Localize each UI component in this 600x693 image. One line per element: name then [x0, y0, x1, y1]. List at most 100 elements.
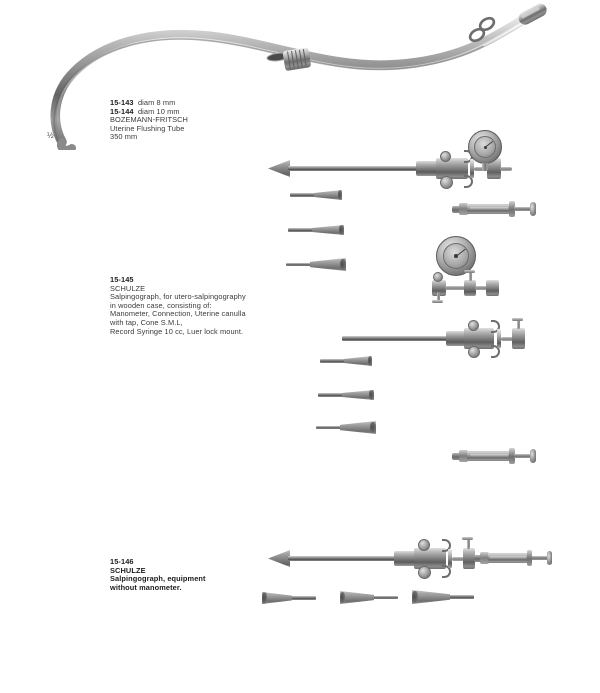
desc-145-line2: in wooden case, consisting of: [110, 300, 212, 310]
syringe-tip [474, 554, 482, 562]
valve-tap-lever [512, 318, 523, 329]
cannula-valve-body [436, 158, 468, 179]
flushing-tube-svg [50, 3, 547, 150]
valve-side-port [463, 548, 475, 569]
cone-bell [412, 590, 450, 604]
cone-bell [312, 225, 344, 235]
cone-small-upper [290, 190, 342, 200]
maker-schulze-145: SCHULZE [110, 283, 146, 293]
cone-shaft [286, 263, 312, 267]
syringe-neck [458, 450, 468, 462]
valve-knob-bottom [418, 566, 431, 579]
syringe-tip [452, 205, 460, 213]
connection-tube-2 [475, 286, 487, 290]
cone-large-146 [412, 590, 474, 604]
syringe-flange [527, 550, 533, 566]
valve-collar [497, 329, 501, 348]
syringe-tip [452, 452, 460, 460]
tube-highlight [56, 20, 526, 142]
valve-knob-top [440, 151, 451, 162]
syringe-plunger-rod [514, 454, 531, 458]
cone-shaft [448, 595, 474, 599]
desc-146-line1: Salpingograph, equipment [110, 574, 206, 584]
syringe-flange [509, 448, 515, 464]
connection-hub [464, 280, 476, 296]
valve-knob-bottom [468, 346, 480, 358]
syringe-barrel [467, 204, 511, 214]
desc-146-line2: without manometer. [110, 582, 182, 592]
maker-bozemann-fritsch: BOZEMANN-FRITSCH [110, 115, 188, 125]
valve-connector-tube [452, 556, 464, 561]
cone-bell [262, 592, 292, 604]
cone-small-146 [262, 592, 316, 604]
cone-bell [340, 591, 374, 604]
valve-knob-top [418, 539, 430, 551]
product-length: 350 mm [110, 132, 138, 142]
salpingograph-assembly-146 [268, 537, 552, 580]
cone-medium-146 [340, 591, 398, 604]
cone-small-lower [320, 356, 372, 366]
cannula-valve-body [414, 548, 446, 569]
cannula-assembly-upper [268, 148, 512, 190]
cone-shaft [318, 393, 344, 397]
cannula-shaft [288, 166, 418, 171]
cone-large-lower [316, 421, 376, 434]
tube-body [50, 13, 531, 147]
syringe-plunger-knob [530, 449, 536, 463]
tube-finger-rings [468, 16, 496, 43]
valve-side-port [487, 158, 501, 179]
caption-15-143: 15-143 diam 8 mm 15-144 diam 10 mm BOZEM… [110, 98, 188, 142]
code-15-146: 15-146 [110, 557, 134, 566]
desc-145-line4: with tap, Cone S.M.L, [110, 317, 183, 327]
code-15-143: 15-143 [110, 98, 134, 107]
cannula-hub [416, 161, 438, 176]
caption-15-145: 15-145 SCHULZE Salpingograph, for utero-… [110, 275, 246, 336]
uterine-flushing-tube-illustration [40, 0, 560, 150]
valve-hook-lower [491, 345, 500, 358]
cone-shaft [290, 193, 316, 197]
syringe-plunger-rod [514, 207, 531, 211]
cannula-hub [446, 331, 466, 346]
manometer-gauge-upper [468, 130, 502, 172]
syringe-plunger-knob [530, 202, 536, 216]
code-15-144: 15-144 [110, 106, 134, 116]
valve-knob-top [468, 320, 479, 331]
gauge-hub [483, 145, 487, 149]
valve-tap-lever [462, 537, 473, 549]
syringe-neck [458, 203, 468, 215]
cone-shaft [288, 228, 314, 232]
caption-15-146: 15-146 SCHULZE Salpingograph, equipment … [110, 557, 206, 592]
spec-15-144: diam 10 mm [137, 106, 180, 116]
connection-tube-1 [445, 286, 465, 290]
desc-145-line1: Salpingograph, for utero-salpingography [110, 292, 246, 302]
cannula-valve-body [464, 328, 494, 349]
cannula-cone-tip [268, 160, 290, 177]
connection-valve-body [432, 280, 446, 296]
connection-tap-upper [464, 270, 475, 281]
tube-proximal-tip [518, 3, 547, 25]
cone-bell [340, 421, 376, 434]
valve-collar-1 [470, 159, 474, 178]
valve-hook-lower [442, 565, 451, 578]
cone-medium-lower [318, 390, 374, 400]
valve-hook-upper [491, 320, 500, 333]
cannula-shaft [342, 336, 448, 341]
cone-bell [342, 390, 374, 400]
gauge-hub [454, 254, 458, 258]
valve-knob-bottom [440, 176, 453, 189]
gauge-connector-tube [500, 166, 512, 171]
gauge-stem [482, 162, 488, 172]
code-15-145: 15-145 [110, 275, 134, 284]
valve-connector-tube [474, 166, 488, 171]
record-syringe-lower [452, 448, 536, 464]
valve-hook-lower [464, 175, 473, 188]
cone-bell [310, 258, 346, 271]
cone-medium-upper [288, 225, 344, 235]
desc-145-line5: Record Syringe 10 cc, Luer lock mount. [110, 326, 244, 336]
cone-bell [314, 190, 342, 200]
connection-tap-lower [432, 292, 443, 303]
valve-collar [448, 549, 452, 568]
syringe-barrel [488, 553, 529, 563]
cannula-shaft [288, 556, 396, 561]
